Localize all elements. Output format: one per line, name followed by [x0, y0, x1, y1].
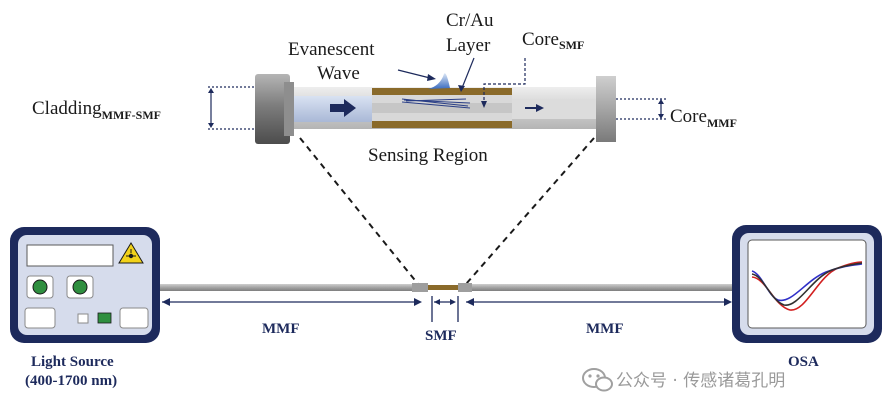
light-source-knob-left — [26, 275, 54, 299]
laser-warning-icon — [118, 242, 144, 264]
left-connector-ring — [284, 82, 294, 136]
wechat-icon — [582, 368, 613, 392]
output-arrow-head — [536, 104, 544, 112]
sensor-head — [208, 57, 666, 144]
evanescent-pointer — [397, 69, 431, 79]
smf-segment — [428, 285, 458, 290]
smf-label: SMF — [425, 328, 457, 344]
light-source-led — [97, 312, 112, 324]
core-mmf-main: Core — [670, 106, 707, 127]
mmf-core-right — [512, 99, 604, 119]
evanescent-label: Evanescent — [288, 39, 375, 60]
wave-icon — [428, 73, 450, 89]
light-source-button-small — [77, 313, 89, 324]
cladding-bracket — [208, 86, 255, 130]
light-source-label: Light Source — [31, 354, 114, 370]
fiber-line — [160, 283, 734, 292]
light-source-button-left — [24, 307, 56, 329]
spectrum-curve-dark — [751, 262, 863, 306]
core-mmf-label: CoreMMF — [670, 106, 737, 130]
cladding-main: Cladding — [32, 98, 102, 119]
smf-core-center — [372, 103, 512, 113]
core-smf-label: CoreSMF — [522, 29, 584, 52]
mmf-ferrule-right — [458, 283, 472, 292]
core-mmf-sub: MMF — [707, 116, 737, 130]
mmf-left-label: MMF — [262, 321, 299, 337]
mmf-fiber-right — [472, 284, 734, 291]
left-connector — [255, 74, 290, 144]
mmf-ferrule-left — [412, 283, 428, 292]
light-direction-arrow — [330, 99, 356, 117]
crau-label-line2: Layer — [446, 35, 491, 56]
light-source-range: (400-1700 nm) — [25, 373, 117, 389]
watermark-text: 公众号 · 传感诸葛孔明 — [616, 371, 785, 391]
light-source-knob-right — [66, 275, 94, 299]
wave-label: Wave — [317, 63, 360, 84]
light-source-display — [26, 244, 114, 267]
crau-layer-top — [372, 88, 512, 95]
osa-label: OSA — [788, 354, 819, 370]
light-source-button-right — [119, 307, 149, 329]
core-smf-pointer — [483, 58, 526, 104]
core-smf-main: Core — [522, 29, 559, 50]
dimension-arrows — [162, 296, 730, 322]
core-smf-sub: SMF — [559, 38, 584, 52]
sensing-region-label: Sensing Region — [368, 145, 488, 166]
spectrum-curves — [751, 261, 863, 311]
osa-device — [732, 225, 882, 343]
cladding-label: CladdingMMF-SMF — [32, 98, 161, 122]
crau-layer-bottom — [372, 121, 512, 128]
crau-pointer — [461, 57, 475, 89]
light-source-device — [10, 227, 160, 343]
mmf-right-label: MMF — [586, 321, 623, 337]
light-rays — [401, 98, 471, 109]
right-connector — [596, 76, 616, 142]
core-mmf-bracket — [616, 98, 666, 120]
cladding-sub: MMF-SMF — [102, 108, 161, 122]
mmf-fiber-left — [160, 284, 415, 291]
zoom-lines — [299, 137, 595, 285]
crau-label-line1: Cr/Au — [446, 10, 494, 31]
